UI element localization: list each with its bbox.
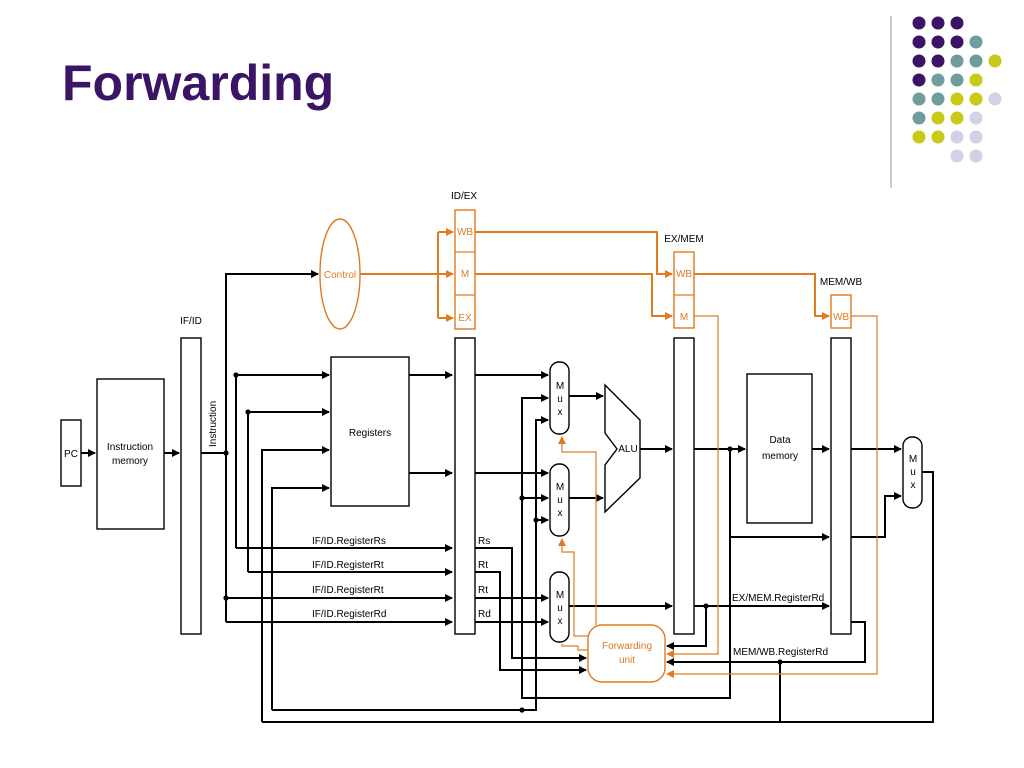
svg-text:ALU: ALU xyxy=(618,444,637,455)
control-unit: Control xyxy=(319,218,361,330)
svg-text:MEM/WB: MEM/WB xyxy=(820,277,863,288)
decorative-dot xyxy=(988,54,1002,68)
decorative-dot xyxy=(931,16,945,30)
mux-b: M u x xyxy=(549,463,570,537)
signal-rs: Rs xyxy=(478,536,490,547)
svg-text:IF/ID: IF/ID xyxy=(180,316,202,327)
decorative-dot xyxy=(912,73,926,87)
signal-if-id-rt-2: IF/ID.RegisterRt xyxy=(312,585,384,596)
svg-text:EX/MEM: EX/MEM xyxy=(664,234,703,245)
instruction-memory-block: Instruction memory xyxy=(96,378,165,530)
decorative-dot xyxy=(912,16,926,30)
if-id-register: IF/ID xyxy=(180,316,202,635)
decorative-dot xyxy=(931,73,945,87)
svg-text:x: x xyxy=(558,508,563,519)
mux-c: M u x xyxy=(549,571,570,643)
ex-mem-register: EX/MEM WB M xyxy=(664,234,704,635)
decorative-dot xyxy=(950,149,964,163)
decorative-dot xyxy=(950,92,964,106)
svg-text:M: M xyxy=(556,381,564,392)
svg-text:WB: WB xyxy=(833,312,849,323)
decorative-dot xyxy=(950,73,964,87)
decorative-dot xyxy=(931,130,945,144)
svg-text:M: M xyxy=(461,269,469,280)
control-wires xyxy=(360,228,878,678)
registers-block: Registers xyxy=(330,356,410,507)
decorative-dot xyxy=(912,35,926,49)
decorative-dot xyxy=(969,54,983,68)
decorative-dot xyxy=(969,92,983,106)
decorative-dot xyxy=(969,111,983,125)
svg-text:M: M xyxy=(556,482,564,493)
svg-text:M: M xyxy=(556,590,564,601)
svg-text:Control: Control xyxy=(324,270,356,281)
decorative-dot xyxy=(950,16,964,30)
slide-title: Forwarding xyxy=(62,55,335,111)
decorative-dot xyxy=(912,111,926,125)
svg-text:x: x xyxy=(911,480,916,491)
svg-text:Registers: Registers xyxy=(349,428,391,439)
svg-text:memory: memory xyxy=(762,451,798,462)
instruction-label: Instruction xyxy=(208,401,219,447)
decorative-dot xyxy=(912,130,926,144)
signal-rd: Rd xyxy=(478,609,491,620)
mux-wb: M u x xyxy=(902,436,923,509)
svg-text:Data: Data xyxy=(769,435,791,446)
decorative-dot xyxy=(950,130,964,144)
mux-a: M u x xyxy=(549,361,570,435)
signal-labels: IF/ID.RegisterRs IF/ID.RegisterRt IF/ID.… xyxy=(312,536,828,658)
decorative-dot xyxy=(969,73,983,87)
decorative-dot xyxy=(912,92,926,106)
svg-text:Forwarding: Forwarding xyxy=(602,641,652,652)
svg-text:x: x xyxy=(558,616,563,627)
datapath-wires xyxy=(81,270,934,723)
svg-text:EX: EX xyxy=(458,313,472,324)
svg-text:WB: WB xyxy=(457,227,473,238)
svg-text:Instruction: Instruction xyxy=(107,442,153,453)
svg-text:u: u xyxy=(557,495,563,506)
decorative-dot xyxy=(988,92,1002,106)
decorative-dot xyxy=(969,35,983,49)
decorative-dot xyxy=(950,35,964,49)
decorative-dot xyxy=(969,149,983,163)
signal-if-id-rs: IF/ID.RegisterRs xyxy=(312,536,386,547)
decorative-dot-grid xyxy=(890,16,1002,188)
decorative-dot xyxy=(931,92,945,106)
signal-if-id-rt-1: IF/ID.RegisterRt xyxy=(312,560,384,571)
decorative-dot xyxy=(950,111,964,125)
decorative-dot xyxy=(931,111,945,125)
signal-rt-2: Rt xyxy=(478,585,488,596)
mem-wb-register: MEM/WB WB xyxy=(820,277,863,635)
data-memory-block: Data memory xyxy=(746,373,813,524)
forwarding-unit: Forwarding unit xyxy=(587,624,666,683)
svg-text:PC: PC xyxy=(64,449,78,460)
svg-text:ID/EX: ID/EX xyxy=(451,191,477,202)
svg-text:u: u xyxy=(557,394,563,405)
svg-text:M: M xyxy=(680,312,688,323)
decorative-dot xyxy=(969,130,983,144)
signal-ex-mem-rd: EX/MEM.RegisterRd xyxy=(732,593,824,604)
signal-if-id-rd: IF/ID.RegisterRd xyxy=(312,609,386,620)
signal-mem-wb-rd: MEM/WB.RegisterRd xyxy=(733,647,828,658)
svg-text:u: u xyxy=(910,467,916,478)
svg-text:memory: memory xyxy=(112,456,148,467)
svg-text:x: x xyxy=(558,407,563,418)
svg-text:unit: unit xyxy=(619,655,635,666)
decorative-dot xyxy=(912,54,926,68)
signal-rt-1: Rt xyxy=(478,560,488,571)
decorative-dot xyxy=(931,54,945,68)
decorative-dot xyxy=(950,54,964,68)
svg-text:WB: WB xyxy=(676,269,692,280)
alu: ALU xyxy=(604,383,641,514)
svg-text:M: M xyxy=(909,454,917,465)
svg-text:u: u xyxy=(557,603,563,614)
pc-block: PC xyxy=(60,419,82,487)
decorative-dot xyxy=(931,35,945,49)
id-ex-register: ID/EX WB M EX xyxy=(451,191,477,635)
